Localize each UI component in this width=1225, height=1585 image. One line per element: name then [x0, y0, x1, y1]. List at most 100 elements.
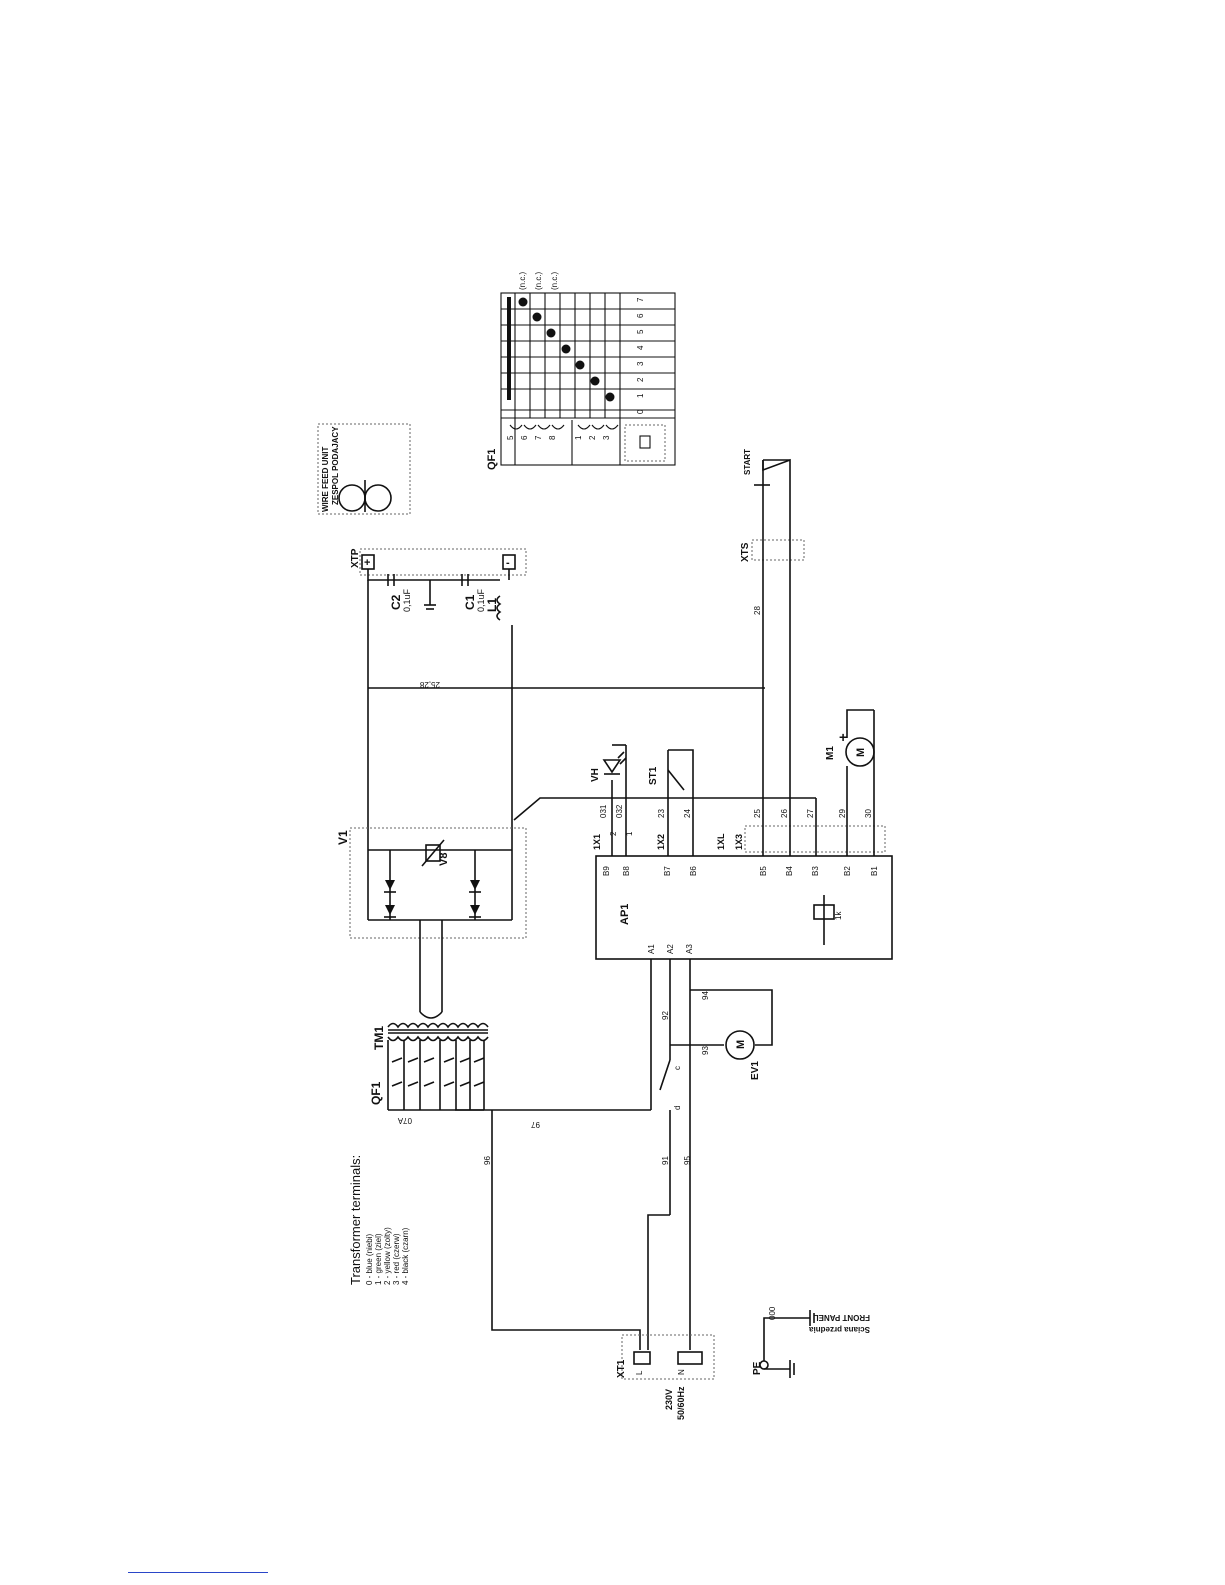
qf1-position: 6 [636, 313, 645, 318]
pe-ground: PE 000 FRONT PANEL Sciana przednia [752, 1306, 870, 1378]
wire-label: 23 [657, 809, 666, 818]
v1-label: V1 [336, 830, 350, 845]
wire-label: 26 [780, 809, 789, 818]
qf1-contact: 6 [520, 435, 529, 440]
qf1-switch: QF1 07A [369, 1040, 485, 1125]
qf1-wire: 07A [397, 1116, 412, 1125]
qf1-position: 4 [636, 345, 645, 350]
pin-label: B2 [843, 866, 852, 876]
qf1-position: 7 [636, 297, 645, 302]
pin-num: 1 [625, 831, 634, 836]
pin-label: B8 [622, 866, 631, 876]
m1-plus: + [839, 729, 847, 745]
pin-label: B9 [602, 866, 611, 876]
supply-voltage: 230V [664, 1389, 674, 1410]
qf1-contact: 7 [534, 435, 543, 440]
c1-label: C1 [463, 594, 477, 610]
legend-line: 1 - green (ziel) [374, 1233, 383, 1285]
xtp-minus: - [506, 557, 510, 569]
wire-label: 27 [806, 809, 815, 818]
ap1-top-wires: 031 032 23 24 25 26 27 29 30 [513, 570, 875, 856]
connector-1x2: 1X2 [656, 834, 666, 850]
supply-frequency: 50/60Hz [676, 1386, 686, 1420]
qf1-contact: 3 [602, 435, 611, 440]
xt1-supply: XT1 L N 230V 50/60Hz [616, 1334, 715, 1420]
wire-label: 29 [838, 809, 847, 818]
xtp-plus: + [364, 557, 370, 569]
m1-motor: M1 M + [825, 709, 875, 785]
pin-label: A1 [647, 944, 656, 954]
output-filter: XTP + - C2 0,1uF C1 0,1uF L1 [350, 548, 527, 621]
qf1-dot [532, 312, 542, 322]
wire-label: 93 [701, 1046, 710, 1055]
ap1-bottom-wires: M EV1 d c 92 93 94 91 95 97 [455, 959, 773, 1350]
wire-label: 91 [661, 1156, 670, 1165]
pe-label: PE [752, 1361, 763, 1375]
xt1-label: XT1 [616, 1359, 627, 1378]
transformer-terminals-legend: Transformer terminals: 0 - blue (niebi) … [348, 1155, 410, 1285]
xt1-l: L [635, 1370, 644, 1375]
wire-feed-label-pl: ZESPOL PODAJACY [331, 426, 340, 505]
qf1-dot [590, 376, 600, 386]
m1-label: M1 [825, 746, 836, 760]
xts-label: XTS [740, 542, 751, 562]
wire-label: 032 [615, 804, 624, 818]
qf1-contact: 5 [506, 435, 515, 440]
qf1-dot [605, 392, 615, 402]
xt1-n: N [677, 1369, 686, 1375]
wire-label: 24 [683, 809, 692, 818]
m1-symbol: M [855, 748, 867, 757]
qf1-switch-table: QF1 (n.c.) (n.c.) (n.c.) 0 1 [486, 271, 676, 470]
qf1-position: 0 [636, 409, 645, 414]
ev1-symbol: M [735, 1040, 747, 1049]
wire-label: 96 [483, 1156, 492, 1165]
pin-label: A3 [685, 944, 694, 954]
ap1-label: AP1 [619, 904, 631, 925]
pin-label: B5 [759, 866, 768, 876]
legend-line: 0 - blue (niebi) [365, 1234, 374, 1285]
qf1-dot [561, 344, 571, 354]
tm1-transformer: TM1 [372, 1022, 489, 1050]
connector-1xl: 1XL [716, 833, 726, 850]
wire-label: 28 [753, 606, 762, 615]
wire-feed-unit: WIRE FEED UNIT ZESPOL PODAJACY [317, 423, 411, 515]
v8-label: V8 [438, 853, 450, 866]
connector-1x1: 1X1 [592, 834, 602, 850]
qf1-contact: 8 [548, 435, 557, 440]
ev1-label: EV1 [750, 1061, 761, 1080]
wire-label: 95 [683, 1156, 692, 1165]
qf1-contact: 1 [574, 435, 583, 440]
pot-label: 1k [834, 911, 843, 920]
legend-line: 3 - red (czerw) [392, 1233, 401, 1285]
wire-label: 97 [531, 1120, 540, 1129]
start-label: START [743, 449, 752, 475]
qf1-dot [575, 360, 585, 370]
front-panel-label: FRONT PANEL [814, 1313, 870, 1322]
pin-label: A2 [666, 944, 675, 954]
wire-label: 25 [753, 809, 762, 818]
v1-rectifier: V1 V8 [336, 827, 527, 939]
wire-label: 25,28 [419, 680, 440, 689]
pin-label: B4 [785, 866, 794, 876]
qf1-note: (n.c.) [518, 271, 527, 290]
st1-label: ST1 [648, 766, 659, 785]
pin-num: 2 [609, 831, 618, 836]
qf1-dot [518, 297, 528, 307]
c1-value: 0,1uF [476, 588, 486, 612]
ap1-board: AP1 1k B9 B8 B7 B6 B5 B4 B3 B2 B1 A1 A2 … [595, 855, 893, 960]
pe-wire: 000 [768, 1306, 777, 1320]
qf1-note: (n.c.) [550, 271, 559, 290]
qf1-position: 3 [636, 361, 645, 366]
l1-label: L1 [485, 598, 499, 612]
st1-thermostat: ST1 [648, 749, 694, 791]
pin-label: B3 [811, 866, 820, 876]
tm1-label: TM1 [372, 1026, 386, 1050]
qf1-position: 5 [636, 329, 645, 334]
aux-label: c [673, 1066, 682, 1070]
pin-label: B1 [870, 866, 879, 876]
pin-label: B7 [663, 866, 672, 876]
pin-label: B6 [689, 866, 698, 876]
qf1-label: QF1 [369, 1081, 383, 1105]
legend-title: Transformer terminals: [348, 1155, 363, 1285]
footer-rule [128, 1572, 268, 1573]
